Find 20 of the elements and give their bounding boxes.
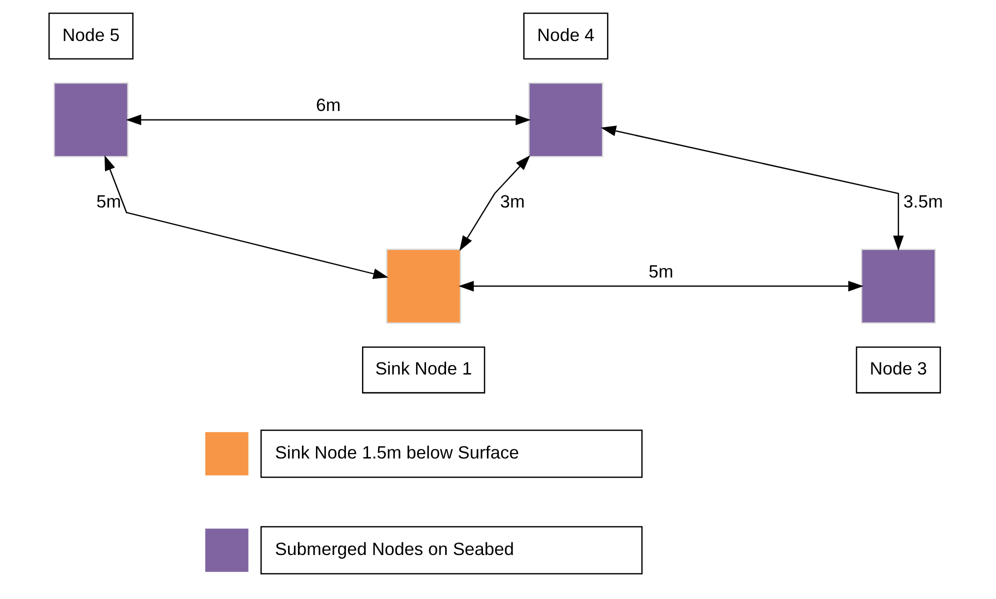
- node-box: [860, 248, 936, 324]
- edge-label: 3.5m: [902, 192, 942, 212]
- node-box: [53, 82, 128, 158]
- edge-label: 6m: [316, 95, 340, 116]
- arrow: [125, 114, 530, 126]
- legend-label: Submerged Nodes on Seabed: [274, 538, 514, 559]
- arrow: [458, 155, 530, 251]
- arrow: [104, 155, 388, 279]
- node-box: [386, 248, 461, 324]
- edge-label: 3m: [500, 192, 524, 212]
- node-box: Node 5: [48, 12, 133, 60]
- node-box: Node 3: [855, 346, 940, 394]
- edge-label: 5m: [648, 262, 673, 282]
- arrow: [458, 280, 863, 292]
- node-box: [528, 82, 603, 158]
- legend-label: Sink Node 1.5m below Surface: [274, 442, 518, 462]
- node-box: Node 4: [522, 12, 608, 60]
- edge-label: 5m: [96, 192, 121, 212]
- arrow: [600, 126, 904, 251]
- node-box: Sink Node 1: [362, 346, 485, 394]
